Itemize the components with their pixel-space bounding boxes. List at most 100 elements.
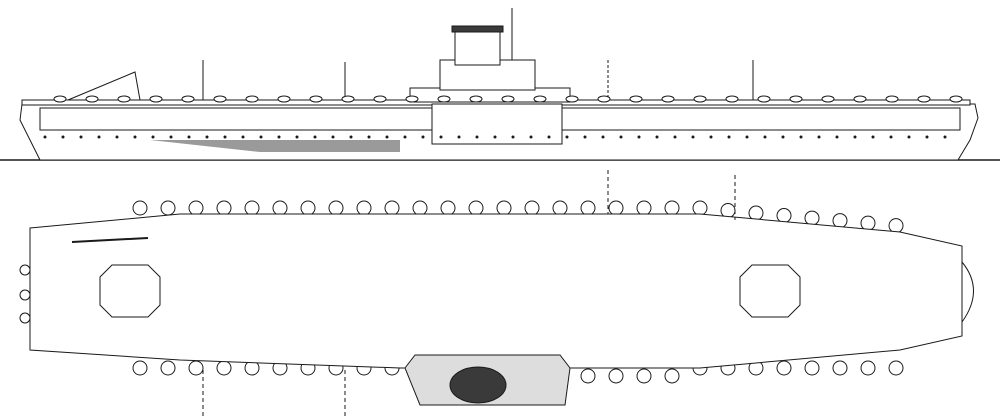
porthole [908, 136, 910, 138]
sponson-top [413, 201, 427, 215]
funnel-cap [452, 26, 503, 32]
porthole [278, 136, 280, 138]
sponson-top [133, 201, 147, 215]
gun-mount [406, 96, 418, 102]
sponson-bottom [581, 369, 595, 383]
sponson-top [637, 201, 651, 215]
sponson-bottom [217, 361, 231, 375]
gun-mount [630, 96, 642, 102]
deck-plan-view [20, 170, 974, 418]
side-profile-view [0, 8, 1000, 160]
porthole [692, 136, 694, 138]
island-superstructure [410, 8, 570, 144]
sponson-top [469, 201, 483, 215]
sponson-bottom [889, 361, 903, 375]
hull-lower-shading [150, 140, 400, 152]
porthole [62, 136, 64, 138]
porthole [782, 136, 784, 138]
porthole [368, 136, 370, 138]
porthole [620, 136, 622, 138]
gun-mount [310, 96, 322, 102]
gun-mount [662, 96, 674, 102]
gun-mount [342, 96, 354, 102]
porthole [386, 136, 388, 138]
sponson-top [329, 201, 343, 215]
crane [68, 72, 140, 100]
porthole [458, 136, 460, 138]
gun-mount [438, 96, 450, 102]
island-hull-bulge [432, 104, 562, 144]
sponson-top [385, 201, 399, 215]
mast-lines [203, 170, 735, 418]
porthole [494, 136, 496, 138]
porthole [206, 136, 208, 138]
porthole [872, 136, 874, 138]
porthole [188, 136, 190, 138]
porthole [530, 136, 532, 138]
gun-mount [886, 96, 898, 102]
sponson-top [245, 201, 259, 215]
gun-mount [822, 96, 834, 102]
porthole [584, 136, 586, 138]
sponson-top [553, 201, 567, 215]
porthole [404, 136, 406, 138]
gun-mount [86, 96, 98, 102]
elevator-forward [740, 265, 800, 317]
sponson-top [665, 201, 679, 215]
island-plan [405, 355, 570, 405]
porthole [656, 136, 658, 138]
gun-mount [790, 96, 802, 102]
sponson-top [357, 201, 371, 215]
gun-mount [694, 96, 706, 102]
sponson-top [217, 201, 231, 215]
sponson-bottom [861, 361, 875, 375]
gun-mount [278, 96, 290, 102]
porthole [566, 136, 568, 138]
porthole [728, 136, 730, 138]
porthole [710, 136, 712, 138]
sponson-bottom [609, 369, 623, 383]
gun-mount [918, 96, 930, 102]
funnel-plan [450, 367, 506, 403]
sponson-top [581, 201, 595, 215]
sponson-top [497, 201, 511, 215]
sponson-bottom [805, 361, 819, 375]
gun-mount [726, 96, 738, 102]
sponson-top [805, 211, 819, 225]
gun-mount [950, 96, 962, 102]
porthole [926, 136, 928, 138]
sponson-top [693, 201, 707, 215]
sponson-top [441, 201, 455, 215]
porthole [170, 136, 172, 138]
gun-mount [470, 96, 482, 102]
gun-mount [502, 96, 514, 102]
sponson-top [889, 219, 903, 233]
porthole [80, 136, 82, 138]
sponson-top [749, 206, 763, 220]
porthole [224, 136, 226, 138]
sponson-bottom [161, 361, 175, 375]
gun-mount [854, 96, 866, 102]
porthole [422, 136, 424, 138]
gun-mount [182, 96, 194, 102]
sponson-top [273, 201, 287, 215]
porthole [890, 136, 892, 138]
porthole [854, 136, 856, 138]
funnel [455, 30, 500, 65]
sponson-top [525, 201, 539, 215]
stern-gun-mount [20, 313, 30, 323]
sponson-top [189, 201, 203, 215]
porthole [260, 136, 262, 138]
gun-mount [118, 96, 130, 102]
flight-deck [30, 214, 962, 368]
deck-marking [72, 238, 148, 242]
bow-sponson [962, 262, 974, 322]
porthole [818, 136, 820, 138]
porthole [296, 136, 298, 138]
sponson-top [861, 216, 875, 230]
porthole [476, 136, 478, 138]
porthole [134, 136, 136, 138]
sponson-bottom [133, 361, 147, 375]
porthole [548, 136, 550, 138]
stern-gun-mount [20, 290, 30, 300]
